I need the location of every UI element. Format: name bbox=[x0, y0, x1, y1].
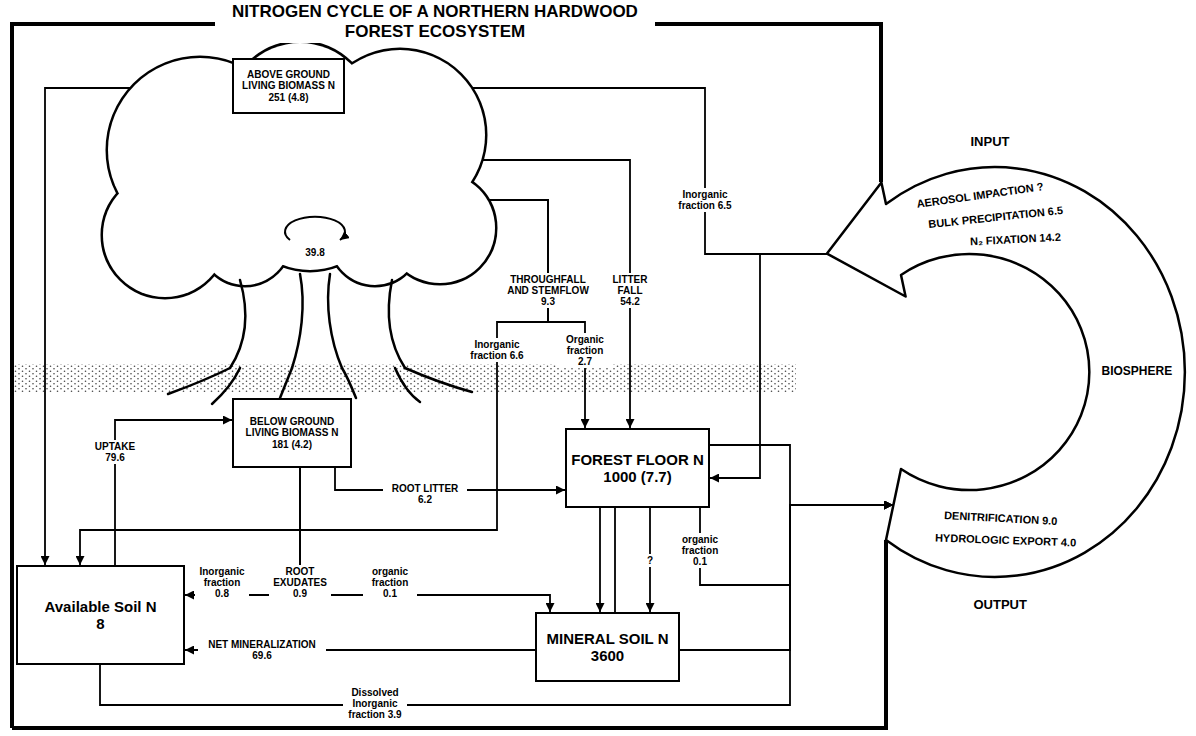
biosphere-cycle: INPUTAEROSOL IMPACTION ?BULK PRECIPITATI… bbox=[800, 60, 1190, 640]
flux-label: ROOT EXUDATES 0.9 bbox=[269, 565, 331, 600]
ecosystem-frame bbox=[12, 540, 886, 728]
flux-label: Inorganic fraction 6.6 bbox=[467, 338, 527, 362]
retranslocation-arrow bbox=[285, 217, 345, 240]
pool-name: Available Soil N bbox=[45, 598, 157, 615]
pool-value: 1000 (7.7) bbox=[603, 468, 671, 485]
flow-arrow bbox=[710, 445, 893, 505]
flux-label: organic fraction 0.1 bbox=[673, 533, 727, 568]
root-line bbox=[395, 368, 420, 402]
flux-label: organic fraction 0.1 bbox=[363, 565, 417, 600]
pool-name: FOREST FLOOR N bbox=[571, 451, 704, 468]
trunk-line bbox=[292, 274, 303, 368]
flux-label: LITTER FALL 54.2 bbox=[605, 273, 655, 308]
flux-label: INPUT bbox=[971, 135, 1010, 150]
biomass-box: ABOVE GROUND LIVING BIOMASS N251 (4.8) bbox=[232, 58, 345, 114]
pool-box: Available Soil N8 bbox=[16, 565, 185, 665]
root-line bbox=[405, 368, 472, 392]
flux-label: UPTAKE 79.6 bbox=[90, 440, 140, 464]
canopy-lobe bbox=[330, 195, 420, 285]
flux-label: ? bbox=[643, 554, 657, 567]
canopy-fill bbox=[103, 43, 495, 297]
biomass-box: BELOW GROUND LIVING BIOMASS N181 (4.2) bbox=[232, 398, 352, 468]
flux-value: 39.8 bbox=[300, 246, 330, 259]
pool-value: 181 (4.2) bbox=[272, 439, 312, 451]
flux-label: Inorganic fraction 6.5 bbox=[673, 188, 737, 212]
trunk-and-roots bbox=[168, 274, 472, 404]
diagram-title: NITROGEN CYCLE OF A NORTHERN HARDWOOD FO… bbox=[215, 2, 655, 43]
flow-arrow bbox=[599, 508, 601, 612]
pool-value: 251 (4.8) bbox=[268, 92, 308, 104]
flux-label: Organic fraction 2.7 bbox=[557, 333, 613, 368]
canopy-lobe bbox=[330, 195, 420, 285]
root-line bbox=[168, 368, 230, 394]
flux-label: ROOT LITTER 6.2 bbox=[383, 482, 467, 506]
flux-label: THROUGHFALL AND STEMFLOW 9.3 bbox=[500, 273, 596, 308]
canopy-outline bbox=[103, 43, 495, 297]
trunk-line bbox=[389, 280, 405, 368]
pool-name: ABOVE GROUND LIVING BIOMASS N bbox=[238, 69, 339, 92]
pool-box: FOREST FLOOR N1000 (7.7) bbox=[565, 428, 710, 508]
flow-arrow bbox=[100, 505, 893, 705]
flux-label: Inorganic fraction 0.8 bbox=[195, 565, 249, 600]
pool-value: 8 bbox=[96, 615, 104, 632]
pool-name: MINERAL SOIL N bbox=[547, 630, 669, 647]
flux-label: Dissolved Inorganic fraction 3.9 bbox=[343, 686, 407, 721]
pool-value: 3600 bbox=[591, 647, 624, 664]
canopy-lobe bbox=[200, 195, 290, 285]
cycle-arrow-outline bbox=[827, 167, 1185, 577]
trunk-line bbox=[328, 274, 342, 368]
canopy-lobe bbox=[200, 195, 290, 285]
flow-arrow bbox=[700, 505, 893, 585]
root-line bbox=[342, 368, 356, 398]
region-label: BIOSPHERE bbox=[1102, 365, 1173, 379]
trunk-line bbox=[230, 280, 245, 368]
pool-box: MINERAL SOIL N3600 bbox=[535, 612, 680, 682]
ecosystem-frame bbox=[12, 24, 881, 728]
flux-label: OUTPUT bbox=[974, 598, 1027, 613]
flux-label: NET MINERALIZATION 69.6 bbox=[198, 638, 326, 662]
root-line bbox=[280, 368, 292, 398]
flow-arrow bbox=[680, 505, 893, 650]
pool-name: BELOW GROUND LIVING BIOMASS N bbox=[238, 416, 346, 439]
flow-arrow bbox=[300, 468, 550, 612]
